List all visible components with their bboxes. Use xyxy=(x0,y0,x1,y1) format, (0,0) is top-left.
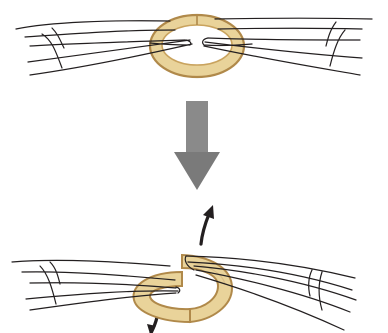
step-opened-jump-ring xyxy=(12,205,356,333)
twist-up-arrow-icon xyxy=(201,205,214,244)
closed-ring-icon xyxy=(150,15,244,77)
open-ring-left-half-icon xyxy=(133,272,190,322)
down-arrow-icon xyxy=(174,101,220,190)
twist-down-arrow-icon xyxy=(147,317,157,333)
step-closed-jump-ring xyxy=(16,15,372,77)
bottom-right-pliers-icon xyxy=(185,256,356,330)
